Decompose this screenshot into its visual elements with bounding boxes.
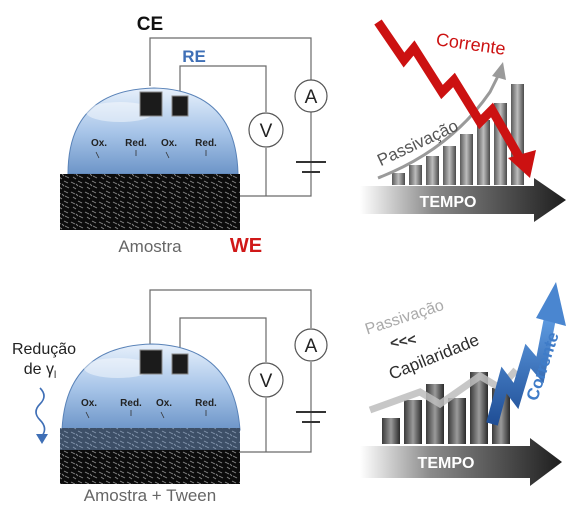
bottom-time-axis	[360, 438, 562, 486]
reduction-subscript: l	[54, 370, 56, 381]
top-chart: TEMPO Corrente Passivação	[360, 19, 566, 222]
top-bar	[460, 134, 473, 185]
top-time-label: TEMPO	[420, 194, 477, 211]
top-voltmeter	[248, 112, 284, 148]
re-label: RE	[182, 47, 206, 66]
top-droplet-highlight	[86, 102, 154, 122]
bottom-sample	[60, 428, 240, 484]
top-bar	[392, 173, 405, 185]
top-react-4: Red.	[195, 138, 217, 149]
top-passivation-curve	[377, 71, 502, 180]
bottom-react-3: Ox.	[156, 398, 172, 409]
top-ce-electrode	[139, 91, 163, 117]
reduction-arrowhead	[36, 434, 48, 444]
bottom-bar	[470, 372, 488, 444]
top-time-axis	[360, 178, 566, 222]
top-react-1: Ox.	[91, 138, 107, 149]
top-react-marks	[95, 150, 207, 159]
top-current-arrow	[374, 19, 526, 165]
bottom-we-wire	[238, 362, 312, 453]
bottom-bar	[426, 384, 444, 444]
bottom-bar	[404, 400, 422, 444]
ce-label: CE	[137, 14, 163, 35]
bottom-bar	[448, 398, 466, 444]
bottom-sample-label: Amostra + Tween	[84, 486, 216, 505]
reduction-squiggle-arrow	[35, 387, 46, 437]
top-sample	[60, 174, 240, 230]
bottom-bar	[382, 418, 400, 444]
top-we-wire	[238, 112, 312, 197]
reduction-label-line1: Redução	[12, 341, 76, 358]
bottom-cell: Ox. Red. Ox. Red. A V Redução de γl Amos…	[12, 289, 328, 505]
bottom-re-electrode	[171, 353, 189, 375]
top-react-3: Ox.	[161, 138, 177, 149]
top-bar	[426, 156, 439, 185]
bottom-voltmeter-label: V	[260, 371, 273, 392]
top-current-label: Corrente	[435, 29, 507, 59]
bottom-current-arrowhead	[536, 282, 566, 326]
bottom-re-wire	[179, 317, 267, 362]
top-re-electrode	[171, 95, 189, 117]
bottom-chart-bars	[382, 372, 510, 444]
top-passivation-arrowhead	[492, 62, 506, 80]
bottom-less-than: <<<	[389, 331, 418, 352]
bottom-ammeter-label: A	[305, 336, 318, 357]
top-sample-label: Amostra	[118, 237, 182, 256]
top-ce-wire	[149, 37, 312, 86]
bottom-ammeter	[294, 328, 328, 362]
top-current-arrowhead	[508, 150, 536, 178]
bottom-react-2: Red.	[120, 398, 142, 409]
bottom-react-4: Red.	[195, 398, 217, 409]
bottom-sample-wetting	[60, 428, 240, 450]
bottom-react-1: Ox.	[81, 398, 97, 409]
bottom-ce-electrode	[139, 349, 163, 375]
top-bar	[443, 146, 456, 185]
bottom-time-label: TEMPO	[418, 455, 475, 472]
top-cell: Ox. Red. Ox. Red. A V CE RE WE Amostra	[60, 14, 328, 257]
top-re-wire	[179, 65, 267, 112]
bottom-current-arrow	[486, 316, 556, 426]
bottom-ce-wire	[149, 289, 312, 346]
top-bar	[409, 165, 422, 185]
top-bar	[477, 120, 490, 185]
reduction-label-line2: de γl	[24, 361, 56, 381]
top-ammeter	[294, 79, 328, 113]
bottom-chart: TEMPO Passivação <<< Capilaridade Corren…	[360, 282, 566, 486]
reduction-gamma: de γ	[24, 361, 54, 378]
bottom-react-marks	[85, 410, 207, 419]
bottom-droplet-highlight	[84, 358, 152, 378]
top-react-2: Red.	[125, 138, 147, 149]
bottom-voltmeter	[248, 362, 284, 398]
we-label: WE	[230, 235, 262, 257]
top-droplet	[67, 87, 239, 175]
top-ammeter-label: A	[305, 87, 318, 108]
top-voltmeter-label: V	[260, 121, 273, 142]
bottom-droplet	[61, 343, 241, 431]
